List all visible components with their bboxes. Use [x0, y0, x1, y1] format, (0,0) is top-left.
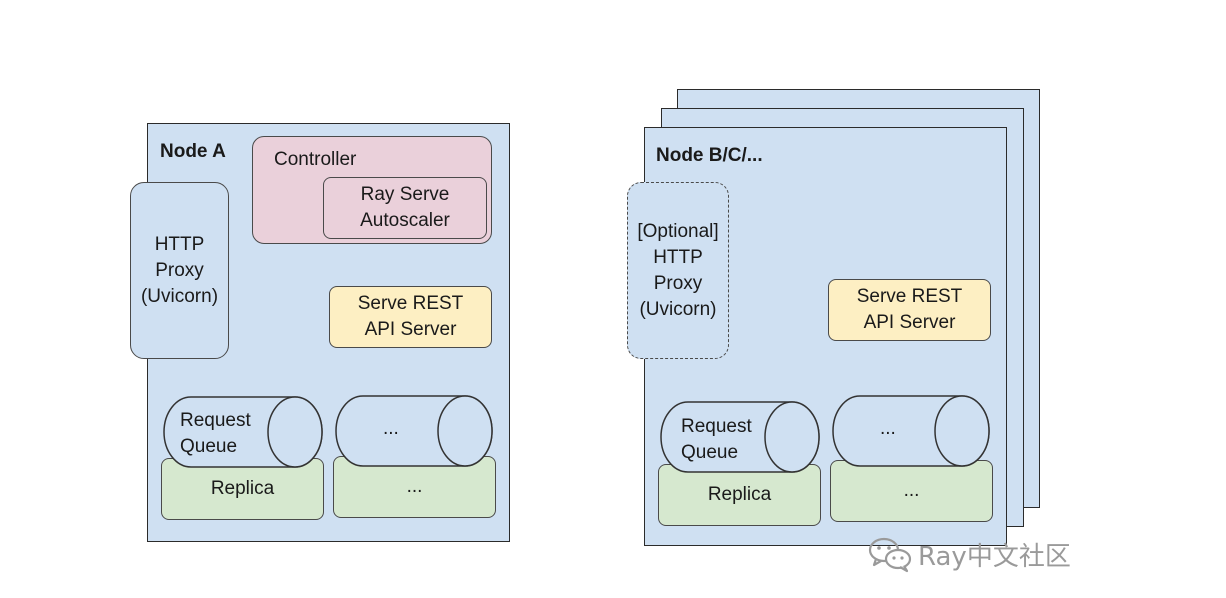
node-b-title: Node B/C/... — [656, 145, 763, 166]
node-b-request-queue-more: ... — [831, 394, 993, 468]
node-a-autoscaler: Ray Serve Autoscaler — [323, 177, 487, 239]
node-a-rest-api-server: Serve REST API Server — [329, 286, 492, 348]
node-b-queue-cylinder — [660, 401, 820, 473]
node-a-queue-more-cylinder — [335, 395, 493, 467]
node-a-request-queue: Request Queue — [162, 395, 326, 469]
node-b-queue-label: Request Queue — [681, 416, 752, 463]
node-b-rest-api-server: Serve REST API Server — [828, 279, 991, 341]
wechat-icon — [868, 537, 912, 573]
node-b-replica: Replica — [658, 464, 821, 526]
node-a-queue-cylinder — [163, 396, 323, 468]
node-a-request-queue-more: ... — [334, 394, 496, 468]
node-a-controller-label: Controller — [274, 149, 357, 170]
node-b-queue-more-cylinder — [832, 395, 990, 467]
node-b-queue-more-label: ... — [880, 418, 896, 439]
node-a-replica: Replica — [161, 458, 324, 520]
node-a-title: Node A — [160, 141, 226, 162]
node-b-request-queue: Request Queue — [659, 400, 823, 474]
node-a-queue-label: Request Queue — [180, 410, 251, 457]
watermark: Ray中文社区 — [866, 534, 1071, 574]
node-b-optional-http-proxy: [Optional] HTTP Proxy (Uvicorn) — [627, 182, 729, 359]
watermark-text: Ray中文社区 — [918, 541, 1071, 572]
node-a-http-proxy: HTTP Proxy (Uvicorn) — [130, 182, 229, 359]
node-a-queue-more-label: ... — [383, 418, 399, 439]
node-b-replica-more: ... — [830, 460, 993, 522]
